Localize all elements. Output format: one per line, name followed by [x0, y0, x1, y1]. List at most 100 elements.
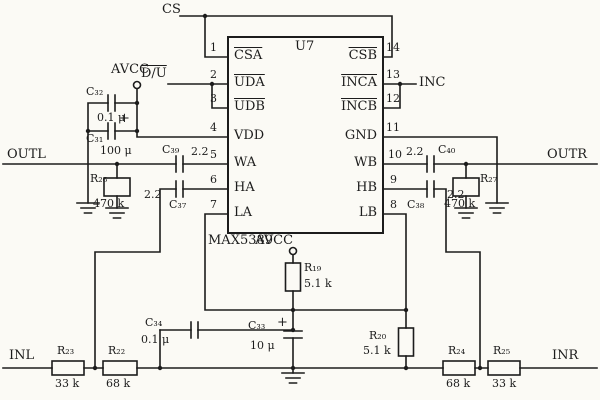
- wire-ha-input-net: [94, 188, 229, 369]
- pin-number-10: 10: [388, 148, 402, 161]
- pin-name-csb: CSB: [348, 48, 377, 63]
- pin-name-wb: WB: [354, 155, 377, 170]
- wire-outl-net: [2, 163, 177, 209]
- pin-number-11: 11: [386, 121, 400, 134]
- ic-designator: U7: [295, 39, 315, 54]
- net-label-cs: CS: [162, 2, 181, 17]
- pin-number-1: 1: [210, 41, 217, 54]
- pin-name-incb: INCB: [340, 99, 377, 114]
- value-c40: 2.2: [406, 145, 424, 158]
- polarity-c31: +: [119, 111, 130, 126]
- avcc-terminal-top: [132, 80, 142, 90]
- pin-number-9: 9: [390, 173, 397, 186]
- net-label-outl: OUTL: [7, 147, 46, 162]
- ref-r20: R₂₀: [369, 329, 387, 342]
- pin-number-7: 7: [210, 198, 217, 211]
- value-r23: 33 k: [55, 377, 80, 390]
- junction-dots: [85, 13, 483, 371]
- resistor-r22-symbol: [102, 360, 138, 376]
- pin-name-lb: LB: [358, 205, 377, 220]
- cap-c40-symbol: [426, 155, 435, 173]
- pin-number-3: 3: [210, 92, 217, 105]
- net-label-avcc-bottom: AVCC: [255, 233, 294, 248]
- wire-cs-net: [179, 15, 393, 58]
- wire-avcc-net: [114, 88, 229, 138]
- ref-c31: C₃₁: [86, 132, 104, 145]
- wire-gnd-pin-net: [382, 136, 498, 204]
- avcc-terminal-bottom: [288, 246, 298, 256]
- ground-symbol-bus: [281, 372, 305, 384]
- value-c31: 100 μ: [100, 144, 132, 157]
- resistor-r27-symbol: [452, 177, 480, 197]
- ref-r19: R₁₉: [304, 261, 322, 274]
- value-r20: 5.1 k: [363, 344, 391, 357]
- ic-body: [227, 36, 384, 234]
- value-c32: 0.1 μ: [97, 111, 126, 124]
- polarity-c33: +: [277, 315, 288, 330]
- ic-part-number: MAX5389: [208, 233, 274, 248]
- ground-symbol-gnd-pin: [485, 202, 509, 214]
- value-r25: 33 k: [492, 377, 517, 390]
- resistor-r23-symbol: [51, 360, 85, 376]
- ref-c32: C₃₂: [86, 85, 104, 98]
- ref-c34: C₃₄: [145, 316, 163, 329]
- wire-du-net: [167, 83, 229, 109]
- net-label-outr: OUTR: [547, 147, 588, 162]
- pin-name-inca: INCA: [341, 75, 377, 90]
- value-c33: 10 μ: [250, 339, 275, 352]
- ground-symbol-r27: [454, 207, 478, 219]
- pin-number-14: 14: [386, 41, 400, 54]
- ref-c33: C₃₃: [248, 319, 266, 332]
- ref-c37: C₃₇: [169, 198, 187, 211]
- pin-number-13: 13: [386, 68, 400, 81]
- ref-c40: C₄₀: [438, 143, 456, 156]
- net-label-du: D/U: [141, 66, 167, 81]
- ref-r25: R₂₅: [493, 344, 511, 357]
- pin-number-2: 2: [210, 68, 217, 81]
- pin-name-gnd: GND: [344, 128, 377, 143]
- ref-r22: R₂₂: [108, 344, 126, 357]
- pin-number-6: 6: [210, 173, 217, 186]
- pin-name-vdd: VDD: [234, 128, 265, 143]
- net-label-avcc-top: AVCC: [111, 62, 150, 77]
- value-c34: 0.1 μ: [141, 333, 170, 346]
- cap-c38-symbol: [426, 180, 435, 198]
- value-c39: 2.2: [191, 145, 209, 158]
- ref-c38: C₃₈: [407, 198, 425, 211]
- value-c37: 2.2: [144, 188, 162, 201]
- resistor-r25-symbol: [487, 360, 521, 376]
- pin-number-8: 8: [390, 198, 397, 211]
- wire-hb-input-net: [382, 188, 481, 369]
- pin-name-udb: UDB: [234, 99, 265, 114]
- ref-r23: R₂₃: [57, 344, 75, 357]
- value-r19: 5.1 k: [304, 277, 332, 290]
- pin-name-la: LA: [234, 205, 253, 220]
- resistor-r24-symbol: [442, 360, 476, 376]
- value-r26: 470 k: [93, 197, 125, 210]
- ground-symbol-r26: [105, 207, 129, 219]
- ref-c39: C₃₉: [162, 143, 180, 156]
- resistor-r19-symbol: [284, 262, 302, 292]
- cap-c31-symbol: [107, 122, 116, 140]
- cap-c32-symbol: [107, 94, 116, 112]
- cap-c34-symbol: [190, 321, 199, 339]
- pin-name-hb: HB: [356, 180, 377, 195]
- pin-name-uda: UDA: [234, 75, 265, 90]
- pin-name-wa: WA: [234, 155, 257, 170]
- net-label-inr: INR: [552, 348, 579, 363]
- wire-outr-net: [433, 163, 598, 209]
- net-label-inc: INC: [419, 75, 446, 90]
- value-r24: 68 k: [446, 377, 471, 390]
- resistor-r20-symbol: [397, 327, 415, 357]
- wire-ground-rail-left: [87, 102, 109, 204]
- pin-name-ha: HA: [234, 180, 255, 195]
- value-r27: 470 k: [444, 197, 476, 210]
- pin-number-12: 12: [386, 92, 400, 105]
- cap-c39-symbol: [175, 155, 184, 173]
- pin-number-4: 4: [210, 121, 217, 134]
- resistor-r26-symbol: [103, 177, 131, 197]
- pin-name-csa: CSA: [234, 48, 263, 63]
- value-r22: 68 k: [106, 377, 131, 390]
- ref-r26: R₂₆: [90, 172, 108, 185]
